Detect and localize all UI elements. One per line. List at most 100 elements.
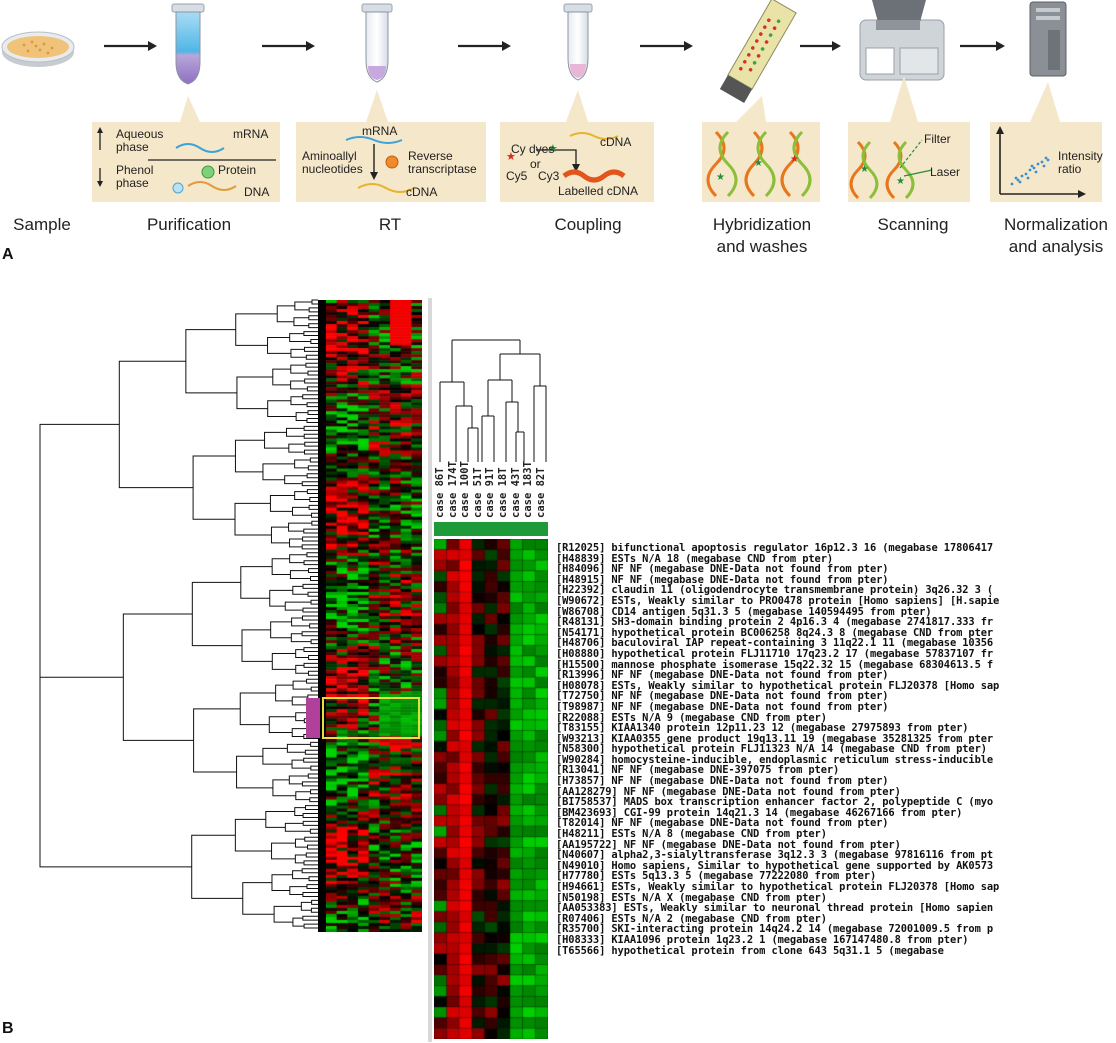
case-dendrogram: [439, 339, 547, 462]
svg-text:★: ★: [716, 172, 725, 183]
svg-text:★: ★: [754, 158, 763, 169]
svg-text:★: ★: [548, 143, 558, 155]
gene-row: [T72750] NF NF (megabase DNE-Data not fo…: [556, 690, 889, 703]
gene-row: [R13041] NF NF (megabase DNE-397075 from…: [556, 764, 840, 777]
cluster-highlight-marker: [306, 698, 320, 738]
gene-row: [W90672] ESTs, Weakly similar to PRO0478…: [556, 594, 1000, 607]
gene-row: [AA195722] NF NF (megabase DNE-Data not …: [556, 838, 901, 851]
laser-label: Laser: [930, 165, 961, 179]
microarray-slide-icon: [719, 0, 797, 103]
filter-label: Filter: [924, 132, 951, 146]
reverse-transcriptase-label: Reverse transcriptase: [408, 149, 477, 176]
protein-label: Protein: [218, 163, 257, 177]
case-label: case 100T: [459, 461, 472, 518]
gene-row: [AA053383] ESTs, Weakly similar to neuro…: [556, 902, 994, 915]
gene-row: [W90284] homocysteine-inducible, endopla…: [556, 753, 994, 766]
case-label: case 86T: [434, 467, 446, 518]
gene-row: [N50198] ESTs N/A X (megabase CND from p…: [556, 891, 827, 904]
mrna-label: mRNA: [233, 127, 269, 141]
gene-row: [N40607] alpha2,3-sialyltransferase 3q12…: [556, 849, 994, 862]
rt-drawing: [345, 136, 415, 193]
gene-row: [AA128279] NF NF (megabase DNE-Data not …: [556, 785, 901, 798]
gene-row: [H48706] baculoviral IAP repeat-containi…: [556, 637, 994, 650]
case-label: case 91T: [484, 467, 497, 518]
rt-cdna-label: cDNA: [406, 185, 438, 199]
dna-label: DNA: [244, 185, 270, 199]
gene-row: [H48839] ESTs N/A 18 (megabase CND from …: [556, 552, 834, 565]
analysis-panel: [990, 122, 1102, 202]
computer-icon: [1029, 1, 1067, 77]
cy-dyes-label: Cy dyes: [511, 142, 555, 156]
phenol-phase-label: Phenol phase: [116, 163, 154, 190]
rt-tube-icon: [361, 3, 393, 83]
step-hybridization: Hybridization and washes: [712, 215, 812, 256]
coupling-cdna-label: cDNA: [600, 135, 632, 149]
gene-row: [H08333] KIAA1096 protein 1q23.2 1 (mega…: [556, 933, 969, 946]
scanning-panel: [848, 122, 970, 202]
case-header-gap: [434, 536, 548, 539]
gene-row: [H08880] hypothetical protein FLJ11710 1…: [556, 647, 994, 660]
gene-row: [R48131] SH3-domain binding protein 2 4p…: [556, 616, 994, 629]
panel-b-label: B: [2, 1020, 14, 1037]
gene-row: [T82014] NF NF (megabase DNE-Data not fo…: [556, 817, 889, 830]
step-purification: Purification: [146, 215, 232, 234]
zoom-heatmap: [434, 539, 548, 1039]
gene-row: [R35700] SKI-interacting protein 14q24.2…: [556, 923, 994, 936]
main-heatmap: [326, 300, 422, 932]
gene-row: [R22088] ESTs N/A 9 (megabase CND from p…: [556, 711, 827, 724]
gene-row: [W86708] CD14 antigen 5q31.3 5 (megabase…: [556, 605, 932, 618]
gene-row: [H48915] NF NF (megabase DNE-Data not fo…: [556, 573, 889, 586]
case-label: case 18T: [497, 467, 509, 518]
purification-drawing: [97, 127, 276, 194]
gene-dendrogram: [39, 299, 318, 929]
svg-text:★: ★: [860, 164, 869, 175]
scanner-icon: [859, 0, 945, 81]
analysis-drawing: [996, 126, 1086, 198]
panel-a-label: A: [2, 246, 14, 263]
gene-row: [T98987] NF NF (megabase DNE-Data not fo…: [556, 700, 889, 713]
gene-row: [R12025] bifunctional apoptosis regulato…: [556, 543, 994, 554]
svg-text:★: ★: [896, 176, 905, 187]
gene-row: [BM423693] CGI-99 protein 14q21.3 14 (me…: [556, 806, 963, 819]
aqueous-phase-label: Aqueous phase: [116, 127, 164, 154]
gene-row: [W93213] KIAA0355 gene product 19q13.11 …: [556, 732, 994, 745]
callout-pointers: [180, 76, 1060, 122]
gene-row: [H73857] NF NF (megabase DNE-Data not fo…: [556, 775, 889, 788]
petri-dish-icon: [1, 31, 75, 67]
labelled-cdna-label: Labelled cDNA: [558, 184, 639, 198]
gene-row: [N54171] hypothetical protein BC006258 8…: [556, 626, 994, 639]
gene-row: [H77780] ESTs 5q13.3 5 (megabase 7722208…: [556, 870, 877, 883]
gene-row: [H08078] ESTs, Weakly similar to hypothe…: [556, 679, 1000, 692]
gene-row: [T65566] hypothetical protein from clone…: [556, 944, 944, 957]
case-label: case 183T: [522, 461, 535, 518]
gene-row: [BI758537] MADS box transcription enhanc…: [556, 796, 994, 809]
gene-row: [H84096] NF NF (megabase DNE-Data not fo…: [556, 563, 889, 576]
step-normalization: Normalization and analysis: [1004, 215, 1108, 256]
gene-row: [R13996] NF NF (megabase DNE-Data not fo…: [556, 669, 889, 682]
coupling-panel: [500, 122, 654, 202]
arrow-icons: [104, 41, 1005, 51]
workflow-icons: [1, 0, 1067, 122]
svg-text:★: ★: [790, 154, 799, 165]
coupling-tube-icon: [563, 3, 593, 81]
purification-tube-icon: [171, 3, 205, 85]
hybridization-drawing: ★ ★ ★: [706, 130, 812, 198]
case-label: case 51T: [471, 467, 484, 518]
gene-row: [N58300] hypothetical protein FLJ11323 N…: [556, 743, 987, 756]
step-scanning: Scanning: [877, 215, 949, 234]
heatmap-highlight-box: [322, 697, 420, 739]
gene-list: [R12025] bifunctional apoptosis regulato…: [556, 543, 1116, 1043]
gene-row: [R07406] ESTs N/A 2 (megabase CND from p…: [556, 912, 827, 925]
case-header-bar: [434, 522, 548, 536]
step-coupling: Coupling: [554, 215, 622, 234]
or-label: or: [530, 157, 541, 171]
coupling-drawing: ★ ★: [506, 132, 626, 183]
svg-text:★: ★: [506, 151, 516, 163]
rt-mrna-label: mRNA: [362, 124, 398, 138]
gene-row: [H94661] ESTs, Weakly similar to hypothe…: [556, 881, 1000, 893]
intensity-ratio-label: Intensity ratio: [1058, 149, 1103, 176]
cy3-label: Cy3: [538, 169, 560, 183]
cy5-label: Cy5: [506, 169, 528, 183]
gene-row: [N49010] Homo sapiens, Similar to hypoth…: [556, 859, 994, 872]
gene-row: [H48211] ESTs N/A 8 (megabase CND from p…: [556, 828, 827, 841]
